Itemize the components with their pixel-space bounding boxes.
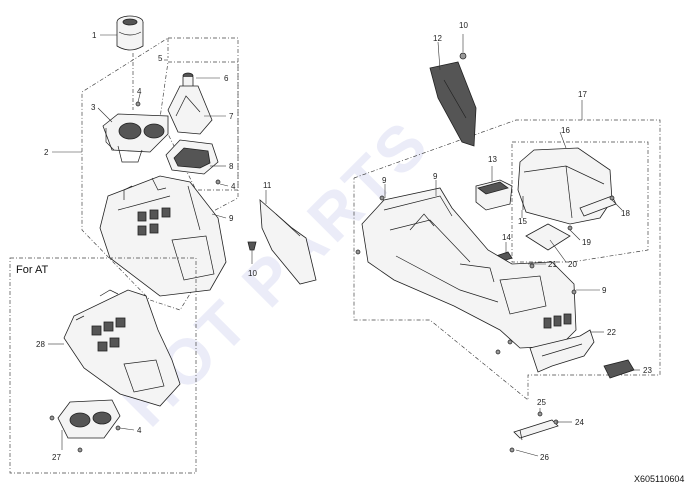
rear-bracket (509, 411, 559, 453)
callout-9a: 9 (229, 214, 234, 223)
callout-23: 23 (643, 366, 652, 375)
figure-code: X605110604 (634, 474, 684, 484)
callout-18: 18 (621, 209, 630, 218)
callout-3: 3 (91, 103, 96, 112)
callout-14: 14 (502, 233, 511, 242)
shift-bezel (165, 139, 219, 175)
cup-holder-frame (102, 113, 169, 163)
shift-boot-frame (159, 61, 239, 191)
callout-2: 2 (44, 148, 49, 157)
callout-17: 17 (578, 90, 587, 99)
for-at-label: For AT (16, 264, 48, 276)
callout-5: 5 (158, 54, 163, 63)
callout-labels: 1 2 3 4 5 6 7 8 4 9 10 11 12 10 13 9 9 1… (36, 21, 652, 462)
right-group-frame (353, 119, 661, 401)
screw-4-upper (135, 101, 141, 107)
shift-boot (167, 85, 213, 135)
clip-10-left (247, 241, 257, 264)
callout-9c: 9 (433, 172, 438, 181)
tray-mat (525, 223, 571, 251)
callout-12: 12 (433, 34, 442, 43)
console-front-panel (99, 175, 227, 297)
callout-16: 16 (561, 126, 570, 135)
callout-21: 21 (548, 260, 557, 269)
at-cup-holder (49, 399, 121, 453)
callout-7: 7 (229, 112, 234, 121)
callout-9d: 9 (602, 286, 607, 295)
at-console-front-panel (63, 289, 181, 407)
callout-11: 11 (263, 181, 272, 190)
callout-10a: 10 (248, 269, 257, 278)
cup-holder-insert (116, 15, 144, 51)
callout-24: 24 (575, 418, 584, 427)
callout-1: 1 (92, 31, 97, 40)
armrest-lid (517, 147, 613, 225)
leader-lines (48, 34, 640, 457)
callout-4a: 4 (137, 87, 142, 96)
callout-4c: 4 (137, 426, 142, 435)
callout-27: 27 (52, 453, 61, 462)
for-at-frame (9, 257, 197, 474)
callout-9b: 9 (382, 176, 387, 185)
clip-10-right (459, 34, 467, 60)
callout-20: 20 (568, 260, 577, 269)
callout-28: 28 (36, 340, 45, 349)
center-console-body (355, 187, 577, 349)
rear-cover (603, 359, 635, 379)
callout-13: 13 (488, 155, 497, 164)
callout-26: 26 (540, 453, 549, 462)
callout-6: 6 (224, 74, 229, 83)
callout-25: 25 (537, 398, 546, 407)
callout-19: 19 (582, 238, 591, 247)
armrest-frame (511, 141, 649, 263)
console-bracket (429, 61, 477, 147)
console-side-panel (259, 199, 317, 285)
coin-box (475, 179, 513, 211)
callout-15: 15 (518, 217, 527, 226)
rear-lower-panel (495, 329, 595, 373)
callout-22: 22 (607, 328, 616, 337)
callout-10b: 10 (459, 21, 468, 30)
callout-4b: 4 (231, 182, 236, 191)
callout-8: 8 (229, 162, 234, 171)
